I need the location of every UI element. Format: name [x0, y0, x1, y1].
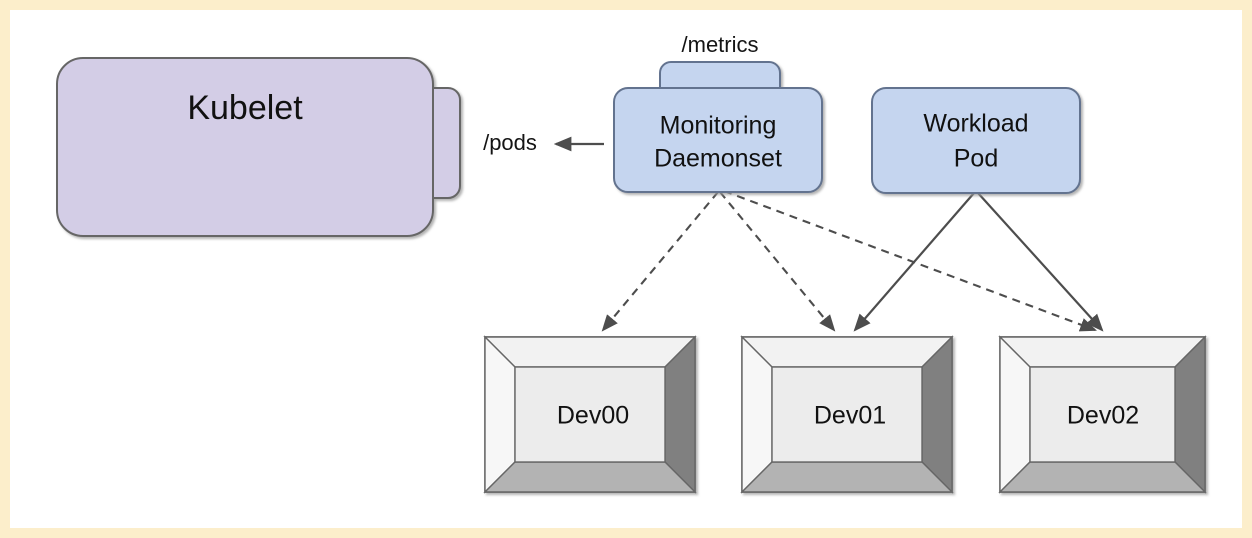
node-dev00[interactable] — [483, 335, 697, 494]
node-workload-pod[interactable] — [871, 87, 1081, 194]
diagram-canvas: Kubelet /pods /metrics Monitoring Daemon… — [10, 10, 1242, 528]
dev02-bevel-top — [998, 336, 1207, 368]
dev00-bevel-top — [483, 336, 697, 368]
node-dev02[interactable] — [998, 335, 1207, 494]
dev02-bevel-bottom — [998, 461, 1207, 493]
dev02-label: Dev02 — [1067, 402, 1139, 430]
kubelet-label: Kubelet — [187, 89, 303, 127]
dev00-face — [514, 366, 666, 463]
workload-pod-label-line1: Workload — [923, 110, 1028, 138]
dev02-face — [1029, 366, 1176, 463]
diagram-graphic: Kubelet /pods /metrics Monitoring Daemon… — [56, 32, 1207, 494]
monitoring-label-line2: Daemonset — [654, 145, 782, 173]
edge-workload-to-dev02 — [977, 192, 1104, 332]
node-monitoring-daemonset[interactable] — [613, 61, 823, 193]
edge-monitoring-to-dev01 — [719, 191, 836, 332]
edge-layer — [553, 136, 1104, 332]
edge-workload-to-dev01 — [853, 192, 975, 332]
kubelet-body — [56, 57, 434, 237]
node-dev01[interactable] — [740, 335, 954, 494]
monitoring-body — [613, 87, 823, 193]
dev00-bevel-bottom — [483, 461, 697, 493]
dev01-face — [771, 366, 923, 463]
edge-label-metrics: /metrics — [682, 32, 759, 57]
node-kubelet[interactable] — [56, 57, 461, 237]
edge-monitoring-to-dev00 — [601, 191, 719, 332]
dev01-label: Dev01 — [814, 402, 886, 430]
workload-pod-label-line2: Pod — [954, 145, 998, 173]
dev01-bevel-top — [740, 336, 954, 368]
monitoring-label-line1: Monitoring — [660, 112, 777, 140]
edge-label-pods: /pods — [483, 130, 537, 155]
dev01-bevel-bottom — [740, 461, 954, 493]
edge-monitoring-to-dev02 — [723, 190, 1097, 332]
dev00-label: Dev00 — [557, 402, 629, 430]
workload-pod-body — [871, 87, 1081, 194]
